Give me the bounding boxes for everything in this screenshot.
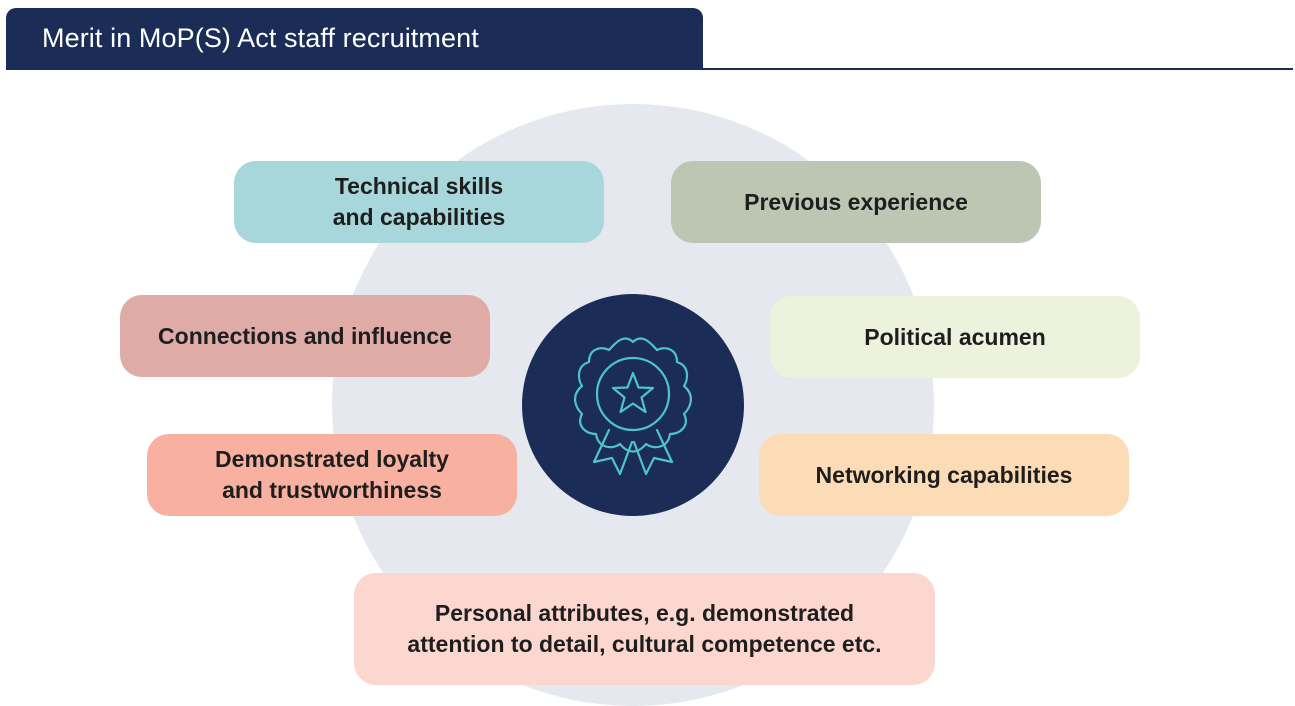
title-banner: Merit in MoP(S) Act staff recruitment: [6, 8, 703, 69]
page-title: Merit in MoP(S) Act staff recruitment: [42, 23, 479, 53]
item-networking-capabilities: Networking capabilities: [759, 434, 1129, 516]
item-loyalty-trustworthiness: Demonstrated loyalty and trustworthiness: [147, 434, 517, 516]
item-connections-influence: Connections and influence: [120, 295, 490, 377]
center-badge: [522, 294, 744, 516]
award-badge-icon: [574, 337, 692, 476]
title-divider: [6, 68, 1293, 70]
item-political-acumen: Political acumen: [770, 296, 1140, 378]
item-personal-attributes: Personal attributes, e.g. demonstrated a…: [354, 573, 935, 685]
item-previous-experience: Previous experience: [671, 161, 1041, 243]
item-technical-skills: Technical skills and capabilities: [234, 161, 604, 243]
